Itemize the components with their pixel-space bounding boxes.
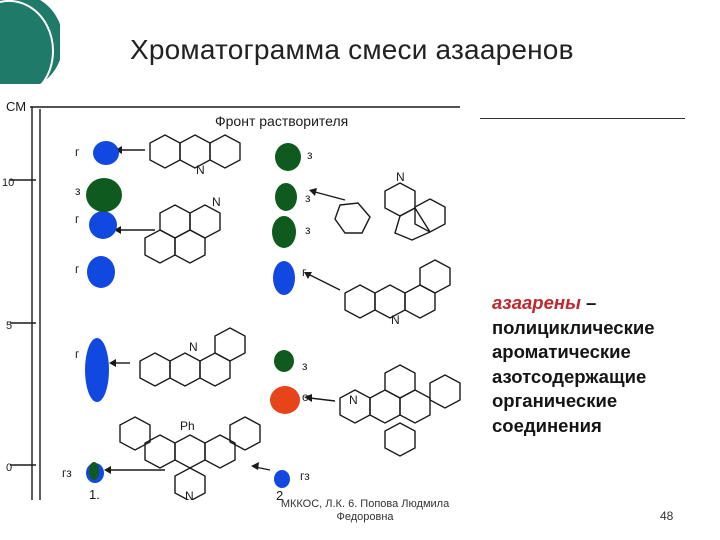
atom-n-4: N [391,313,400,327]
definition-line-4: органические [492,390,618,411]
definition-heading: азаарены – [492,291,717,316]
definition-line-2: ароматические [492,341,631,362]
definition-line-3: азотсодержащие [492,365,647,387]
atom-n-2: N [212,195,221,209]
solvent-front-label: Фронт растворителя [215,113,348,129]
lane-label-2: 2 [276,488,283,500]
spot-label-lane1-1: г [75,145,80,159]
structure-phenyl-dibenzacridine [119,416,261,500]
atom-n-5: N [189,340,198,354]
azaarene-definition: азаарены – полициклические ароматические… [492,291,717,438]
page-number: 48 [660,509,674,523]
spot-lane1-5 [85,338,109,402]
spot-lane2-4 [273,261,295,295]
spot-label-lane2-6: о [302,390,309,404]
structure-azapyrene [144,204,221,264]
definition-line-1: полициклические [492,316,655,338]
structure-azabenzoperylene [339,364,461,457]
lane-label-1: 1. [89,487,100,500]
spot-label-lane1-5: г [75,347,80,361]
structure-benzacridine-right [344,259,451,319]
spot-lane1-6-green [89,462,99,480]
scale-tick-0: 0 [6,462,12,474]
atom-phenyl: Ph [180,419,195,433]
spot-label-lane2-7: гз [300,469,310,483]
footer-line-1: МККОС, Л.К. 6. Попова Людмила [280,498,450,510]
spot-lane1-4 [87,256,115,288]
spot-label-lane2-3: з [305,223,311,237]
spot-lane1-3 [89,211,117,239]
definition-dash: – [580,292,597,313]
spot-label-lane2-1: з [307,148,313,162]
footer-line-2: Федоровна [336,511,394,523]
spot-lane1-1 [93,141,119,165]
spot-lane2-6 [270,386,300,414]
spot-lane2-3 [272,216,296,248]
spot-label-lane2-5: з [302,359,308,373]
structure-benzacridine-left [139,327,246,387]
slide-title: Хроматограмма смеси азааренов [130,34,574,65]
structure-acridine-top [149,134,241,169]
spot-label-lane2-4: г [302,265,307,279]
atom-n-7: N [185,489,194,500]
slide-footer: МККОС, Л.К. 6. Попова Людмила Федоровна [250,498,480,524]
spot-lane2-1 [275,143,301,171]
chromatogram-figure: СМ 10 5 0 Фронт растворителя г з г г г г… [2,99,461,500]
spot-label-lane1-6: гз [62,466,72,480]
spot-lane2-2 [275,183,297,211]
atom-n-3: N [396,170,405,184]
definition-line-5: соединения [492,414,602,436]
spot-lane2-5 [274,350,294,372]
spot-lane1-2 [86,178,122,212]
atom-n-6: N [349,393,358,407]
title-underline [480,118,685,119]
spot-label-lane1-2: з [75,184,81,198]
spot-lane2-7 [274,470,290,488]
scale-tick-5: 5 [6,320,12,332]
definition-term: азаарены [492,292,581,313]
corner-decoration [0,0,60,85]
scale-unit: СМ [6,99,26,114]
structure-azafluoranthene [334,182,446,241]
spot-label-lane1-4: г [75,262,80,276]
scale-tick-10: 10 [2,177,14,189]
spot-label-lane2-2: з [305,191,311,205]
spot-label-lane1-3: г [75,212,80,226]
atom-n-1: N [196,163,205,177]
